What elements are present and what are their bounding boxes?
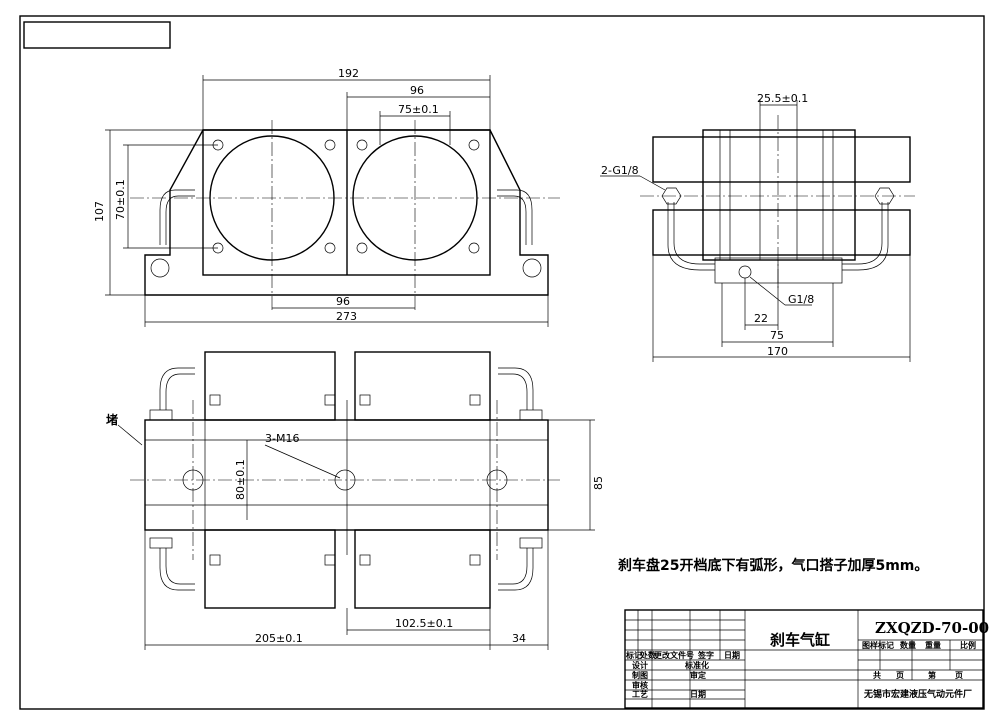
part-name: 刹车气缸 (770, 631, 830, 649)
tb-approve: 审定 (690, 670, 706, 680)
company-name: 无锡市宏建液压气动元件厂 (863, 688, 972, 700)
dim-34: 34 (512, 632, 526, 645)
tb-header-count: 处数 (639, 650, 657, 660)
drawing-frame (19, 15, 985, 710)
label-g1-8: G1/8 (788, 293, 814, 306)
corner-box (23, 21, 171, 49)
top-view: 192 96 75±0.1 107 70±0.1 96 273 (93, 67, 560, 327)
dim-192: 192 (338, 67, 359, 80)
tb-pages-1: 页 (896, 671, 904, 680)
label-2-g1-8: 2-G1/8 (601, 164, 639, 177)
tb-header-date: 日期 (724, 650, 740, 660)
dim-96-bottom: 96 (336, 295, 350, 308)
dim-25-5: 25.5±0.1 (757, 92, 808, 105)
tb-sheet: 第 (928, 670, 936, 680)
label-3-m16: 3-M16 (265, 432, 299, 445)
dim-22: 22 (754, 312, 768, 325)
title-block: 标记 处数 更改文件号 签字 日期 设计 制图 审核 工艺 标准化 审定 日期 … (624, 609, 989, 709)
dim-107: 107 (93, 201, 106, 222)
dim-75: 75±0.1 (398, 103, 439, 116)
drawing-number: ZXQZD-70-00 (875, 619, 989, 637)
dim-273: 273 (336, 310, 357, 323)
tb-header-mark: 标记 (625, 650, 642, 660)
tb-scale: 比例 (960, 640, 976, 650)
tb-process: 工艺 (632, 689, 648, 699)
dim-80: 80±0.1 (234, 459, 247, 500)
tb-total: 共 (873, 670, 881, 680)
tb-header-docno: 更改文件号 (654, 650, 694, 660)
side-view: 25.5±0.1 22 75 170 2-G1/8 G1/8 (600, 92, 915, 362)
dim-75-side: 75 (770, 329, 784, 342)
bottom-view: 85 80±0.1 102.5±0.1 205±0.1 34 3-M16 堵 (106, 351, 605, 650)
tb-check: 审核 (632, 680, 648, 690)
dim-205: 205±0.1 (255, 632, 303, 645)
dim-96-top: 96 (410, 84, 424, 97)
tb-standard: 标准化 (684, 660, 709, 670)
tb-date: 日期 (690, 689, 706, 699)
dim-170: 170 (767, 345, 788, 358)
label-plug: 堵 (106, 412, 118, 427)
tb-quantity: 数量 (900, 640, 916, 650)
dim-85: 85 (592, 476, 605, 490)
tb-drawing-mark: 图样标记 (862, 640, 894, 650)
tb-weight: 重量 (925, 640, 941, 650)
tb-drawn: 制图 (632, 670, 648, 680)
tb-pages-2: 页 (955, 671, 963, 680)
tb-header-sign: 签字 (697, 650, 714, 660)
dim-102-5: 102.5±0.1 (395, 617, 453, 630)
dim-70: 70±0.1 (114, 179, 127, 220)
tb-design: 设计 (632, 660, 648, 670)
technical-note: 刹车盘25开档底下有弧形，气口搭子加厚5mm。 (618, 557, 928, 574)
